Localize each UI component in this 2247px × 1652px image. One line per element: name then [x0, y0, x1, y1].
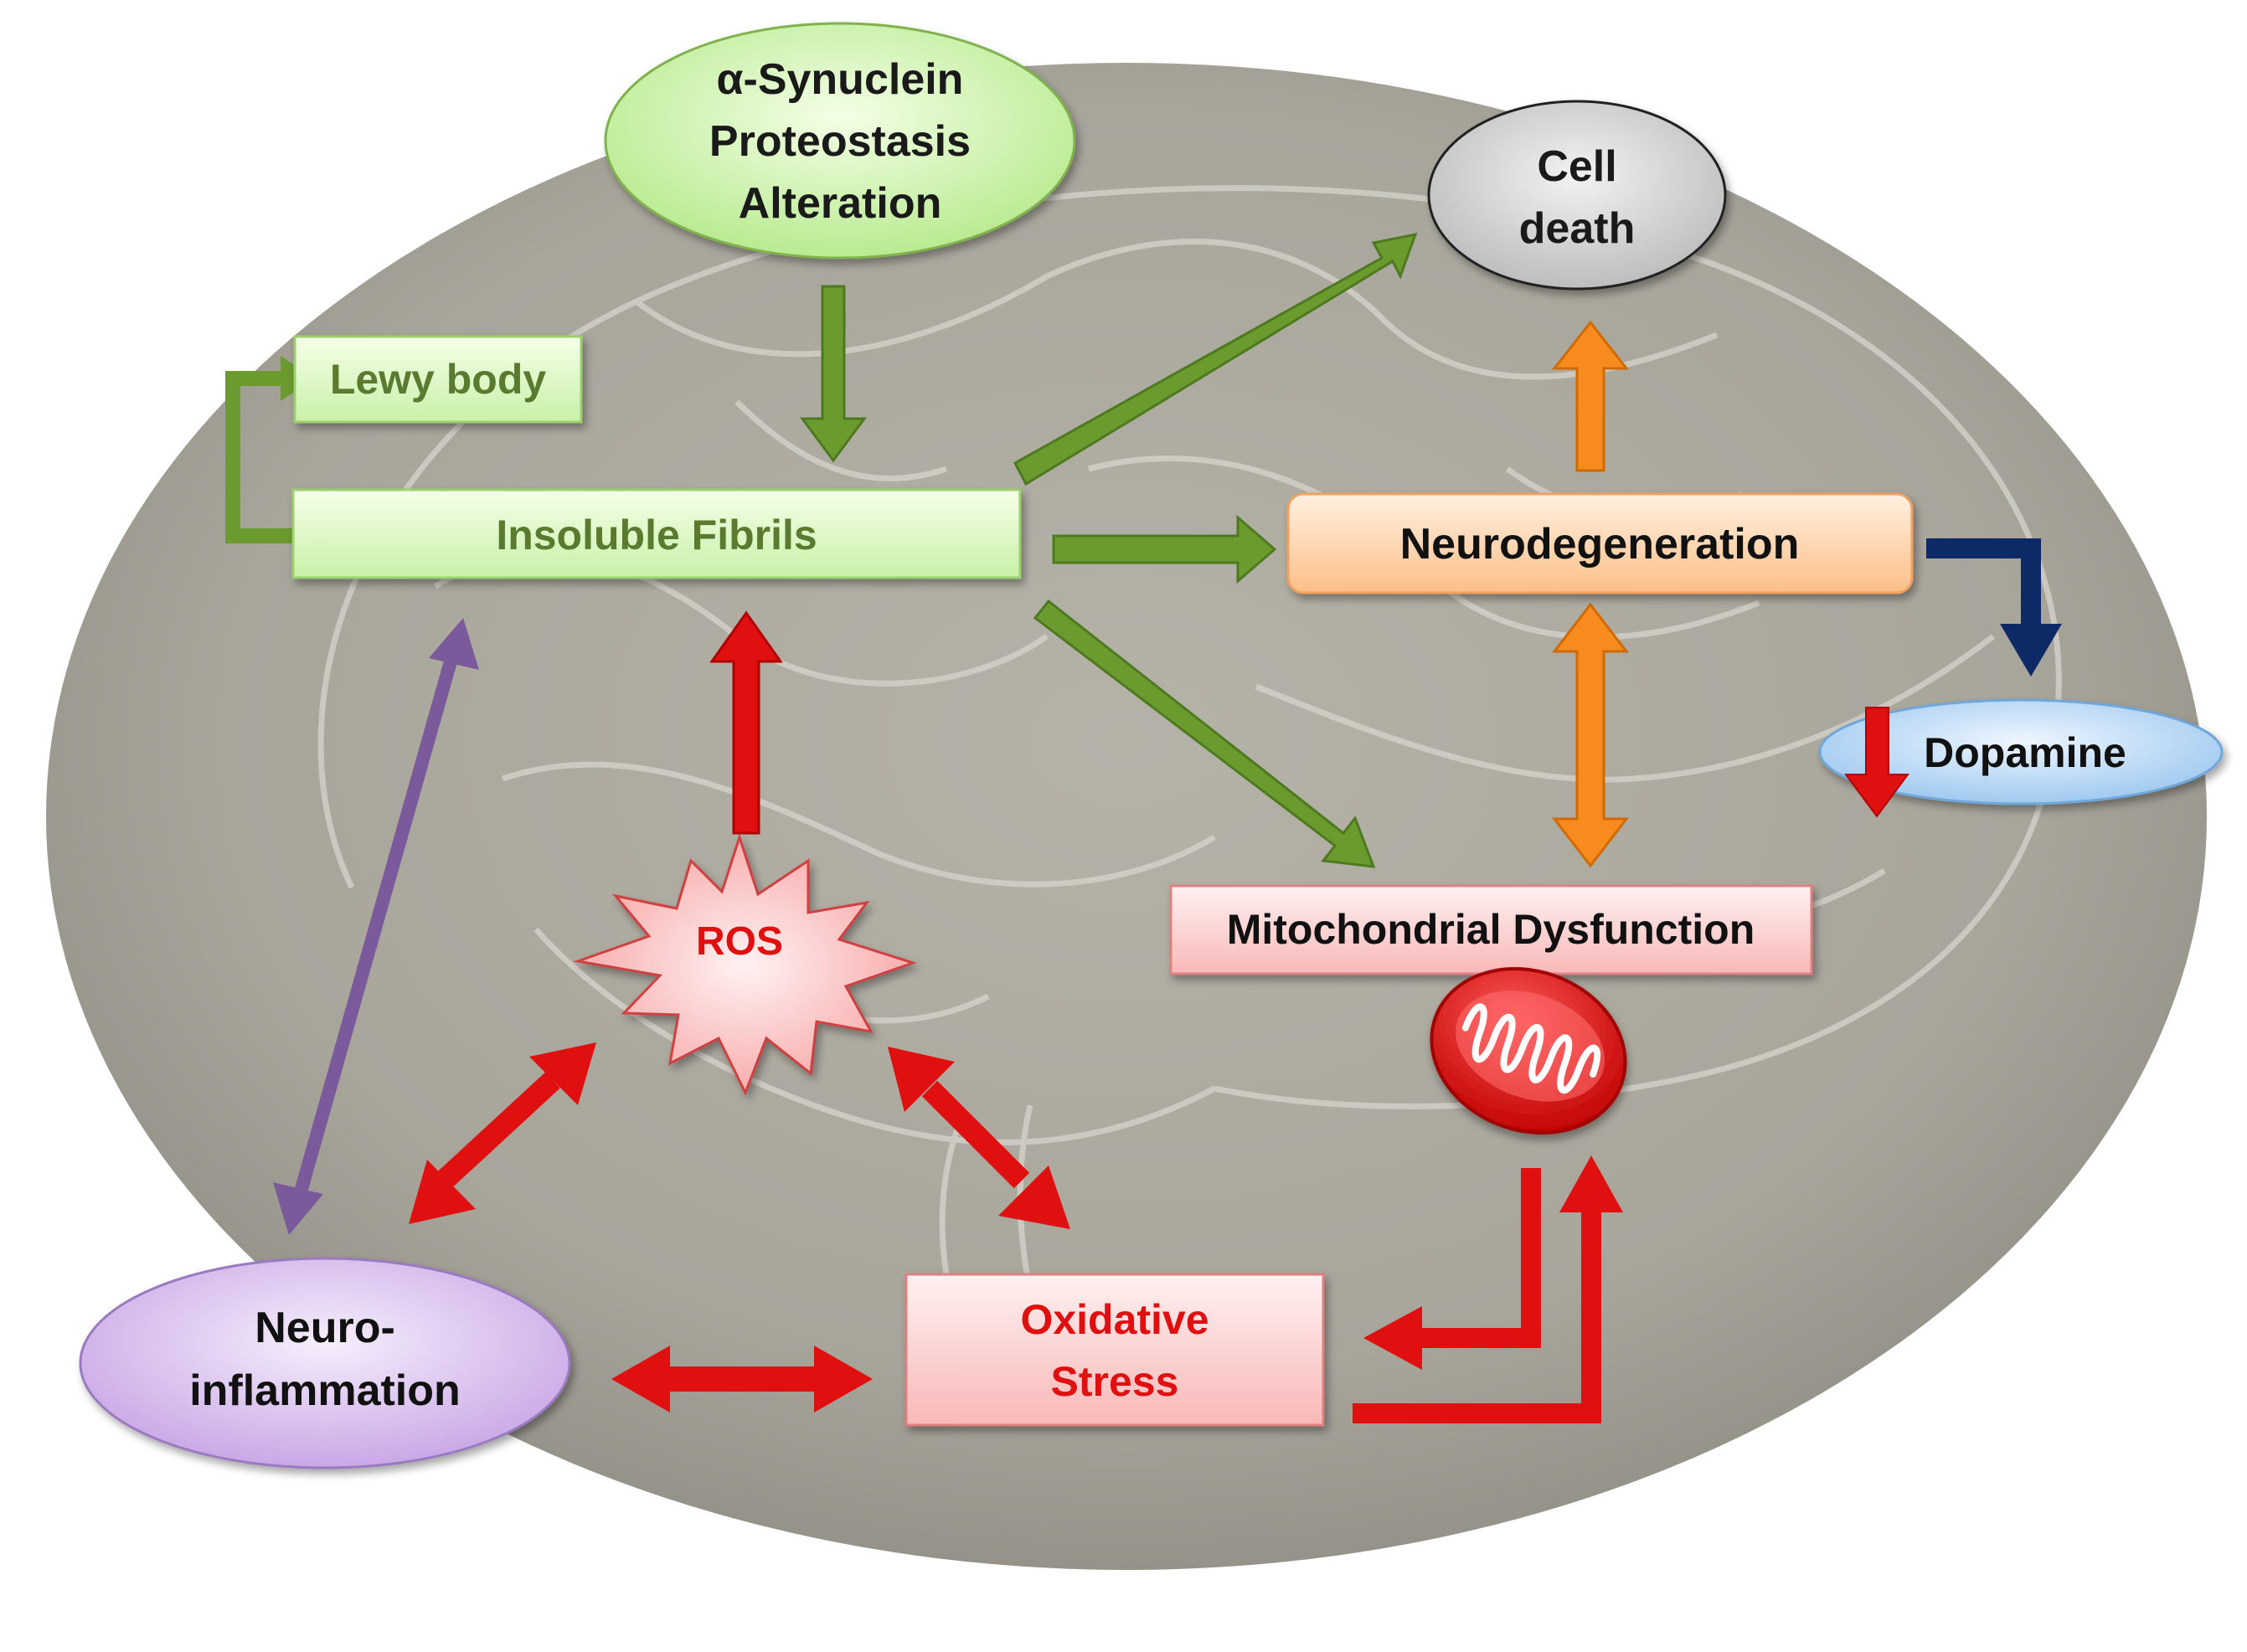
alpha-synuclein-line-1: α-Synuclein — [717, 55, 964, 104]
arrow-neurodegeneration-to-dopamine-line — [1926, 538, 2041, 632]
arrow-ros-to-fibrils — [709, 610, 783, 835]
arrow-neurodegeneration-to-cell-death — [1551, 320, 1630, 472]
arrow-fibrils-to-lewy-body-line — [225, 371, 293, 543]
node-alpha-synuclein: α-Synuclein Proteostasis Alteration — [604, 22, 1076, 260]
arrow-oxidative-stress-to-mitochondria — [1353, 1155, 1623, 1423]
node-oxidative-stress: Oxidative Stress — [904, 1273, 1325, 1427]
node-neuroinflammation: Neuro- inflammation — [79, 1257, 571, 1469]
node-cell-death: Cell death — [1427, 100, 1727, 291]
arrow-fibrils-to-mitochondrial-dysfunction — [1033, 599, 1376, 868]
mitochondrion-icon — [1430, 967, 1627, 1135]
node-lewy-body: Lewy body — [293, 335, 583, 424]
arrow-ros-neuroinflammation-bidirectional — [409, 1042, 596, 1224]
neuroinflammation-line-1: Neuro- — [255, 1304, 395, 1352]
oxidative-stress-line-1: Oxidative — [1020, 1296, 1209, 1343]
neurodegeneration-label: Neurodegeneration — [1400, 520, 1800, 569]
arrow-fibrils-neuroinflammation-bidirectional — [273, 618, 479, 1235]
brain-background — [46, 63, 2207, 1570]
insoluble-fibrils-label: Insoluble Fibrils — [496, 512, 817, 558]
cell-death-line-2: death — [1519, 204, 1636, 253]
arrow-synuclein-to-fibrils — [800, 285, 867, 463]
lewy-body-label: Lewy body — [330, 356, 547, 403]
arrow-mitochondria-to-oxidative-stress — [1363, 1168, 1541, 1370]
mitochondrial-dysfunction-label: Mitochondrial Dysfunction — [1227, 906, 1755, 953]
arrow-neurodegeneration-mitochondrial-bidirectional — [1551, 602, 1630, 868]
node-ros: ROS — [573, 833, 917, 1096]
oxidative-stress-line-2: Stress — [1051, 1358, 1179, 1405]
alpha-synuclein-line-2: Proteostasis — [709, 117, 971, 166]
dopamine-label: Dopamine — [1924, 729, 2126, 776]
alpha-synuclein-line-3: Alteration — [739, 179, 942, 228]
arrow-ros-oxidative-stress-bidirectional — [888, 1047, 1070, 1229]
decrease-arrow-icon — [1844, 707, 1909, 818]
neuroinflammation-line-2: inflammation — [189, 1366, 461, 1415]
arrow-fibrils-to-neurodegeneration — [1052, 514, 1277, 584]
cell-death-line-1: Cell — [1537, 142, 1616, 191]
arrow-neurodegeneration-to-dopamine-head — [2000, 624, 2062, 677]
node-mitochondrial-dysfunction: Mitochondrial Dysfunction — [1169, 884, 1813, 975]
arrow-fibrils-to-cell-death — [1013, 233, 1418, 486]
arrow-neuroinflammation-oxidative-stress-bidirectional — [611, 1346, 873, 1413]
node-dopamine: Dopamine — [1818, 698, 2224, 818]
node-insoluble-fibrils: Insoluble Fibrils — [291, 488, 1022, 579]
ros-label: ROS — [696, 919, 783, 964]
node-neurodegeneration: Neurodegeneration — [1286, 492, 1914, 594]
